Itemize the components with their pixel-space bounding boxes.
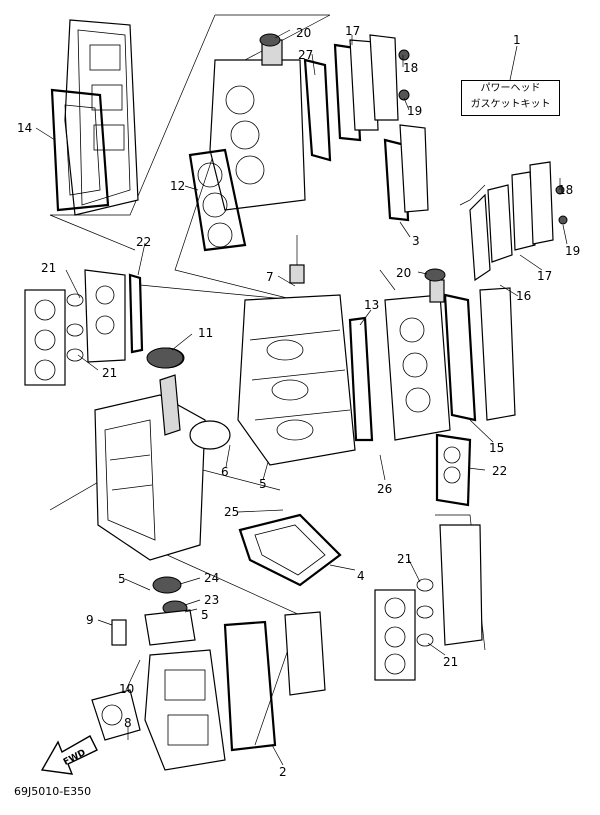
callout-23: 23 [204, 593, 219, 607]
part-4-oil-pan-gasket [238, 513, 342, 587]
callout-14: 14 [17, 121, 32, 135]
callout-20: 20 [396, 266, 411, 280]
kit-label-line-1: パワーヘッド [480, 83, 541, 94]
callout-11: 11 [198, 326, 213, 340]
callout-8: 8 [124, 716, 132, 730]
kit-label-line-2: ガスケットキット [470, 99, 551, 110]
callout-5: 5 [118, 572, 126, 586]
callout-19: 19 [565, 244, 580, 258]
callout-17: 17 [537, 269, 552, 283]
part-throttle-bodies-right [374, 524, 483, 681]
callout-12: 12 [170, 179, 185, 193]
part-oil-seals [146, 33, 446, 616]
part-throttle-bodies-left [24, 269, 144, 386]
callout-7: 7 [266, 270, 274, 284]
callout-3: 3 [412, 234, 420, 248]
callout-2: 2 [279, 765, 287, 779]
callout-21: 21 [397, 552, 412, 566]
callout-22: 22 [492, 464, 507, 478]
callout-21: 21 [443, 655, 458, 669]
callout-27: 27 [298, 48, 313, 62]
gasket-kit-label-box: パワーヘッド ガスケットキット [461, 80, 560, 116]
callout-19: 19 [407, 104, 422, 118]
callout-18: 18 [558, 183, 573, 197]
callout-9: 9 [86, 613, 94, 627]
callout-26: 26 [377, 482, 392, 496]
callout-16: 16 [516, 289, 531, 303]
callout-13: 13 [364, 298, 379, 312]
part-exhaust-covers-top [333, 34, 429, 222]
callout-1: 1 [513, 33, 521, 47]
callout-17: 17 [345, 24, 360, 38]
callout-leader-lines [35, 29, 568, 766]
callout-5: 5 [259, 477, 267, 491]
callout-24: 24 [204, 571, 219, 585]
callout-numbers: 1 2 3 4 5 5 5 6 7 8 9 10 11 12 13 14 15 … [17, 24, 580, 779]
part-cylinder-block [237, 235, 356, 466]
callout-18: 18 [403, 61, 418, 75]
callout-22: 22 [136, 235, 151, 249]
callout-6: 6 [221, 465, 229, 479]
callout-4: 4 [357, 569, 365, 583]
callout-5: 5 [201, 608, 209, 622]
diagram-code: 69J5010-E350 [14, 785, 92, 798]
callout-21: 21 [102, 366, 117, 380]
callout-10: 10 [119, 682, 134, 696]
callout-15: 15 [489, 441, 504, 455]
callout-20: 20 [296, 26, 311, 40]
fwd-arrow-icon: FWD [40, 735, 98, 775]
part-right-head-covers [469, 161, 568, 282]
callout-21: 21 [41, 261, 56, 275]
part-cylinder-head-top [188, 39, 332, 252]
part-right-cylinder-head [348, 279, 516, 507]
part-14-valve-cover [50, 19, 139, 216]
callout-25: 25 [224, 505, 239, 519]
